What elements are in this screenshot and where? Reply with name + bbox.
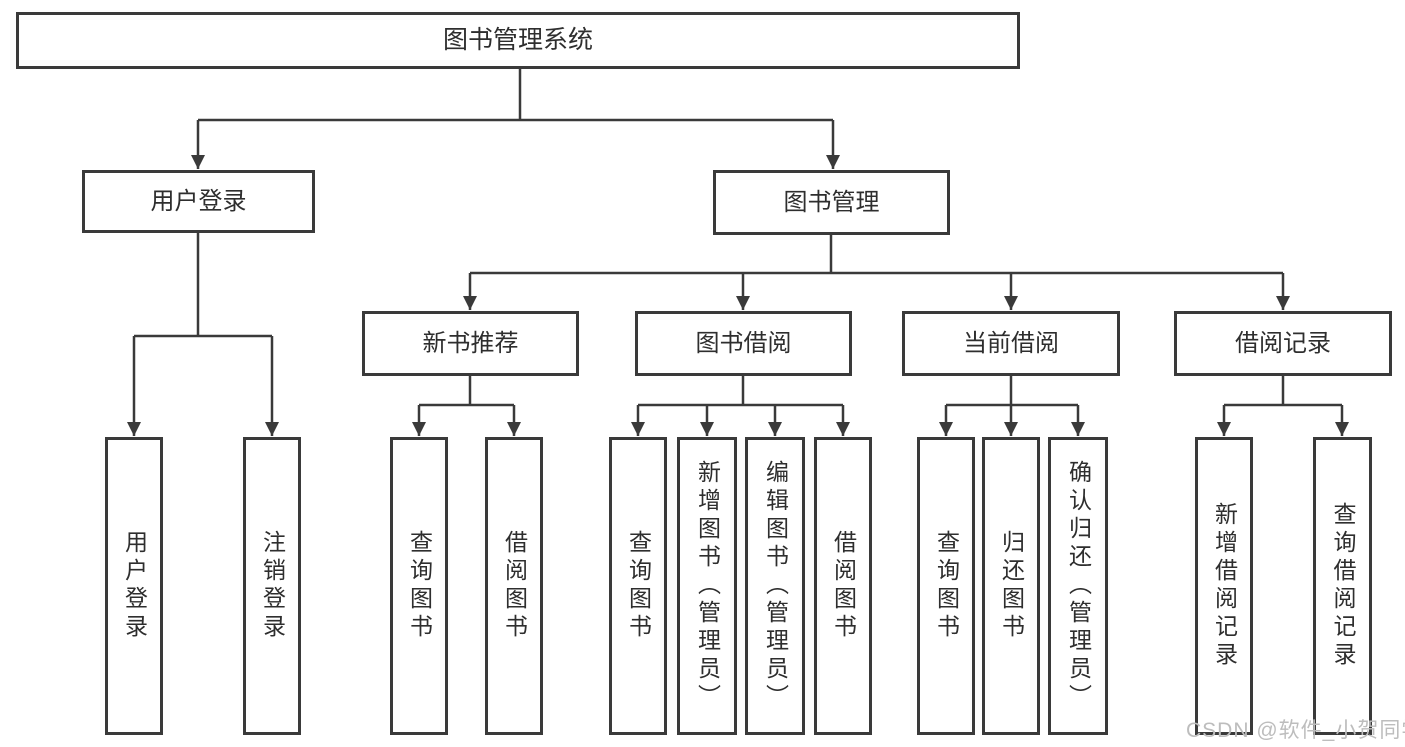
leaf-borrow-borrow-books: 借阅图书 xyxy=(814,437,872,735)
node-label: 确认归还（管理员） xyxy=(1065,460,1092,712)
leaf-records-query-record: 查询借阅记录 xyxy=(1313,437,1372,735)
node-label: 借阅图书 xyxy=(501,530,528,642)
node-label: 图书管理 xyxy=(783,188,880,216)
node-label: 注销登录 xyxy=(259,530,286,642)
node-label: 图书借阅 xyxy=(695,329,792,357)
node-book-management: 图书管理 xyxy=(713,170,950,235)
node-label: 编辑图书（管理员） xyxy=(762,460,789,712)
leaf-borrow-query-books: 查询图书 xyxy=(609,437,667,735)
leaf-newbook-borrow-books: 借阅图书 xyxy=(485,437,543,735)
node-label: 借阅图书 xyxy=(830,530,857,642)
leaf-logout: 注销登录 xyxy=(243,437,301,735)
node-label: 查询图书 xyxy=(406,530,433,642)
leaf-borrow-edit-books-admin: 编辑图书（管理员） xyxy=(745,437,805,735)
node-current-borrow: 当前借阅 xyxy=(902,311,1120,376)
leaf-records-add-record: 新增借阅记录 xyxy=(1195,437,1253,735)
node-label: 当前借阅 xyxy=(963,329,1059,357)
node-label: 借阅记录 xyxy=(1235,329,1331,357)
node-user-login: 用户登录 xyxy=(82,170,315,233)
node-label: 用户登录 xyxy=(150,187,247,215)
node-new-book-recommend: 新书推荐 xyxy=(362,311,579,376)
node-label: 新增借阅记录 xyxy=(1211,502,1238,670)
leaf-borrow-add-books-admin: 新增图书（管理员） xyxy=(677,437,737,735)
leaf-current-query-books: 查询图书 xyxy=(917,437,975,735)
node-label: 新书推荐 xyxy=(422,329,519,357)
leaf-current-confirm-return-admin: 确认归还（管理员） xyxy=(1048,437,1108,735)
node-label: 查询图书 xyxy=(625,530,652,642)
node-label: 新增图书（管理员） xyxy=(694,460,721,712)
node-borrow-records: 借阅记录 xyxy=(1174,311,1392,376)
leaf-current-return-books: 归还图书 xyxy=(982,437,1040,735)
node-label: 查询借阅记录 xyxy=(1330,502,1356,670)
node-label: 归还图书 xyxy=(998,530,1025,642)
node-label: 图书管理系统 xyxy=(442,26,593,54)
leaf-newbook-query-books: 查询图书 xyxy=(390,437,448,735)
node-label: 用户登录 xyxy=(121,530,148,642)
node-label: 查询图书 xyxy=(933,530,960,642)
leaf-user-login: 用户登录 xyxy=(105,437,163,735)
csdn-watermark: CSDN @软件_小贺同学 xyxy=(1186,719,1405,742)
node-root-system: 图书管理系统 xyxy=(16,12,1020,69)
node-book-borrow: 图书借阅 xyxy=(635,311,852,376)
